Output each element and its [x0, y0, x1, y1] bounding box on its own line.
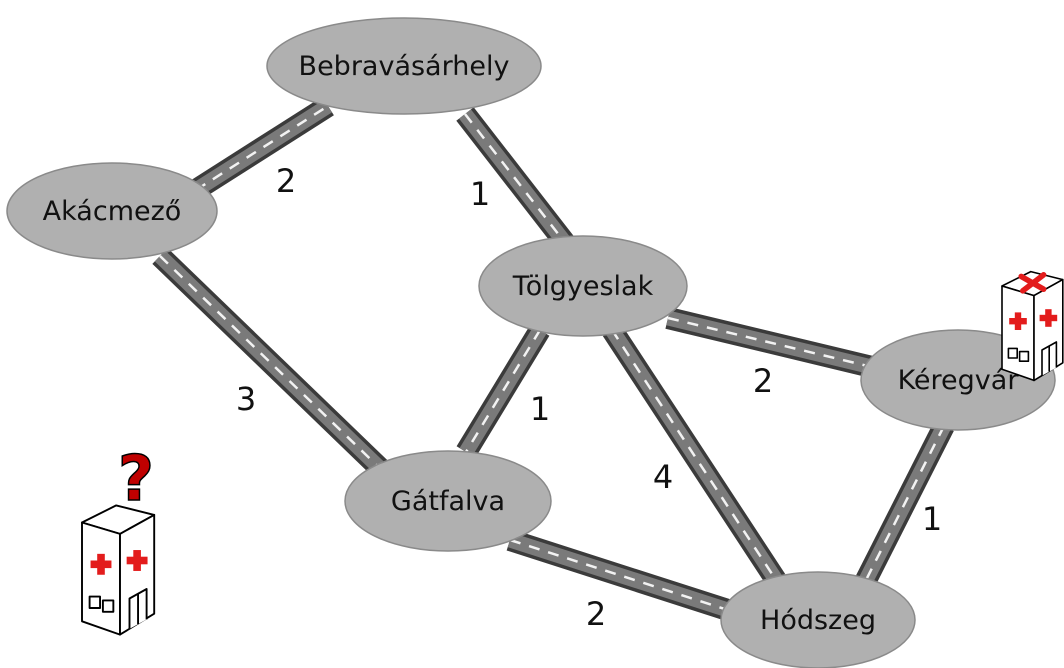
road-weight-label: 1 [530, 390, 550, 428]
town-gatfalva: Gátfalva [344, 450, 552, 552]
road-weight-label: 1 [922, 500, 942, 538]
road-tolgyeslak-hodszeg [602, 323, 786, 587]
road-weight-label: 2 [586, 595, 606, 633]
town-label: Gátfalva [391, 486, 505, 517]
town-tolgyeslak: Tölgyeslak [478, 235, 688, 337]
town-ellipse [478, 235, 688, 337]
road-gatfalva-hodszeg [506, 529, 738, 623]
road-keregvar-hodszeg [854, 421, 954, 589]
road-tolgyeslak-gatfalva [456, 324, 550, 458]
road-akacmezo-bebravasarhely [190, 96, 334, 200]
road-weight-label: 4 [653, 458, 673, 496]
town-label: Akácmező [43, 196, 182, 227]
town-label: Kéregvár [898, 365, 1020, 396]
road-weight-label: 1 [470, 175, 490, 213]
town-ellipse [720, 571, 916, 668]
town-label: Bebravásárhely [299, 51, 510, 82]
hospital-question-icon [81, 504, 156, 636]
road-tolgyeslak-keregvar [665, 307, 879, 379]
hospital-icons-layer: ? [81, 270, 1064, 636]
town-hodszeg: Hódszeg [720, 571, 916, 668]
town-akacmezo: Akácmező [6, 162, 218, 260]
town-bebravasarhely: Bebravásárhely [266, 17, 542, 115]
town-ellipse [266, 17, 542, 115]
roads-layer [152, 96, 954, 623]
road-weights-layer: 2 1 3 1 2 4 1 2 [236, 162, 942, 633]
towns-layer: BebravásárhelyAkácmezőTölgyeslakKéregvár… [6, 17, 1056, 668]
hospital-icon [1001, 270, 1064, 382]
town-label: Tölgyeslak [512, 271, 654, 302]
road-weight-label: 2 [276, 162, 296, 200]
town-label: Hódszeg [760, 605, 876, 636]
question-mark: ? [118, 442, 154, 515]
road-bebravasarhely-tolgyeslak [456, 107, 575, 251]
road-akacmezo-gatfalva [152, 248, 398, 486]
town-ellipse [344, 450, 552, 552]
road-weight-label: 3 [236, 380, 256, 418]
town-ellipse [6, 162, 218, 260]
road-weight-label: 2 [753, 362, 773, 400]
